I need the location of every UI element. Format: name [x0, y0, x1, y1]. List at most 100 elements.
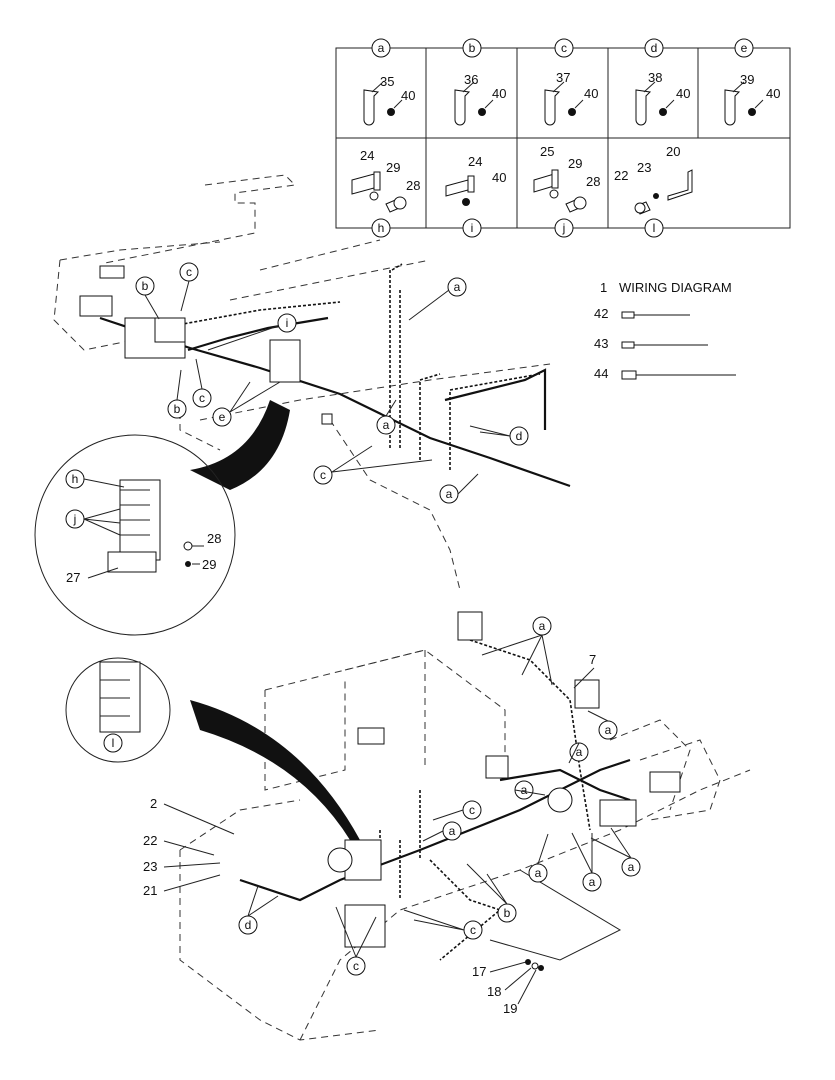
grid-cell-h: h 24 29 28: [351, 148, 420, 238]
part-number: 40: [676, 86, 690, 101]
callout-c: c: [186, 265, 192, 279]
nut-icon: [659, 108, 667, 116]
part-number: 28: [586, 174, 600, 189]
grid-bubble: i: [471, 221, 474, 235]
relay-block-icon: [344, 904, 386, 948]
relay-block-icon: [99, 661, 141, 733]
grid-cell-i: i 24 40: [445, 154, 506, 238]
part-number: 20: [666, 144, 680, 159]
callout-a: a: [383, 418, 390, 432]
lamp-icon: [649, 771, 681, 793]
clamp-icon: [544, 89, 561, 126]
angle-bracket-icon: [667, 169, 693, 201]
callout-c: c: [469, 803, 475, 817]
callout-a: a: [576, 745, 583, 759]
callout-c: c: [353, 959, 359, 973]
washer-icon: [653, 193, 659, 199]
callout-a: a: [446, 487, 453, 501]
part-number: 38: [648, 70, 662, 85]
lamp-icon: [79, 295, 113, 317]
part-number: 19: [503, 1001, 517, 1016]
cable-tie-icon: [621, 341, 708, 349]
part-number: 22: [143, 833, 157, 848]
screw-icon: [183, 541, 193, 551]
part-number: 18: [487, 984, 501, 999]
detail-bubble: h: [72, 472, 79, 486]
grid-bubble: c: [561, 41, 567, 55]
part-number: 35: [380, 74, 394, 89]
callout-a: a: [535, 866, 542, 880]
upper-assembly: c b i b c e a a d c a h j 28 27 29: [34, 174, 571, 636]
callout-a: a: [454, 280, 461, 294]
legend-number: 42: [594, 306, 608, 321]
legend: 1 WIRING DIAGRAM 42 43 44: [594, 280, 736, 381]
detail-circle: [65, 657, 171, 763]
clamp-icon: [635, 89, 652, 126]
bracket-icon: [445, 179, 469, 197]
callout-e: e: [219, 410, 226, 424]
grid-bubble: a: [378, 41, 385, 55]
clamp-icon: [454, 89, 471, 126]
part-number: 23: [637, 160, 651, 175]
grid-bubble: j: [562, 221, 566, 235]
grid-cell-c: c 37 40: [544, 38, 598, 126]
part-number: 40: [401, 88, 415, 103]
callout-i: i: [286, 316, 289, 330]
lamp-icon: [99, 265, 125, 279]
cable-tie-icon: [621, 311, 690, 319]
grid-bubble: h: [378, 221, 385, 235]
part-number: 17: [472, 964, 486, 979]
part-number: 28: [207, 531, 221, 546]
callout-d: d: [516, 429, 523, 443]
part-number: 40: [492, 170, 506, 185]
part-number: 22: [614, 168, 628, 183]
callout-c: c: [199, 391, 205, 405]
part-number: 40: [584, 86, 598, 101]
nut-icon: [387, 108, 395, 116]
detail-bubble: l: [112, 736, 115, 750]
callout-a: a: [628, 860, 635, 874]
callout-b: b: [504, 906, 511, 920]
callout-d: d: [245, 918, 252, 932]
part-number: 23: [143, 859, 157, 874]
grid-cell-l: l 23 20 22: [614, 144, 693, 238]
callout-b: b: [142, 279, 149, 293]
detail-pointer-arrow: [190, 700, 360, 840]
fuse-block-icon: [269, 339, 301, 383]
detail-bubble: j: [73, 512, 77, 526]
part-number: 27: [66, 570, 80, 585]
grid-cell-e: e 39 40: [724, 38, 780, 126]
callout-a: a: [539, 619, 546, 633]
grid-bubble: d: [651, 41, 658, 55]
lamp-icon: [357, 727, 385, 745]
nut-icon: [478, 108, 486, 116]
callout-a: a: [589, 875, 596, 889]
callout-a: a: [521, 783, 528, 797]
nut-icon: [568, 108, 576, 116]
part-number: 28: [406, 178, 420, 193]
part-number: 29: [568, 156, 582, 171]
part-number: 29: [386, 160, 400, 175]
relay-box-icon: [599, 799, 637, 827]
clamp-icon: [363, 89, 380, 126]
nut-icon: [462, 198, 470, 206]
grid-cell-j: j 25 29 28: [533, 144, 600, 238]
part-number: 29: [202, 557, 216, 572]
cable-tie-icon: [621, 370, 736, 380]
work-light-icon: [574, 679, 600, 709]
callout-a: a: [449, 824, 456, 838]
part-number: 37: [556, 70, 570, 85]
nut-icon: [748, 108, 756, 116]
callout-c: c: [470, 923, 476, 937]
grid-bubble: e: [741, 41, 748, 55]
part-number: 7: [589, 652, 596, 667]
washer-icon: [549, 189, 559, 199]
lower-assembly: a a a c a a a a b c d c a l 7 2 22 23 21…: [65, 611, 751, 1041]
grid-cell-a: a 35 40: [363, 38, 415, 126]
bracket-icon: [351, 173, 375, 195]
callout-a: a: [605, 723, 612, 737]
switch-icon: [485, 755, 509, 779]
washer-icon: [185, 561, 191, 567]
washer-icon: [531, 962, 539, 970]
